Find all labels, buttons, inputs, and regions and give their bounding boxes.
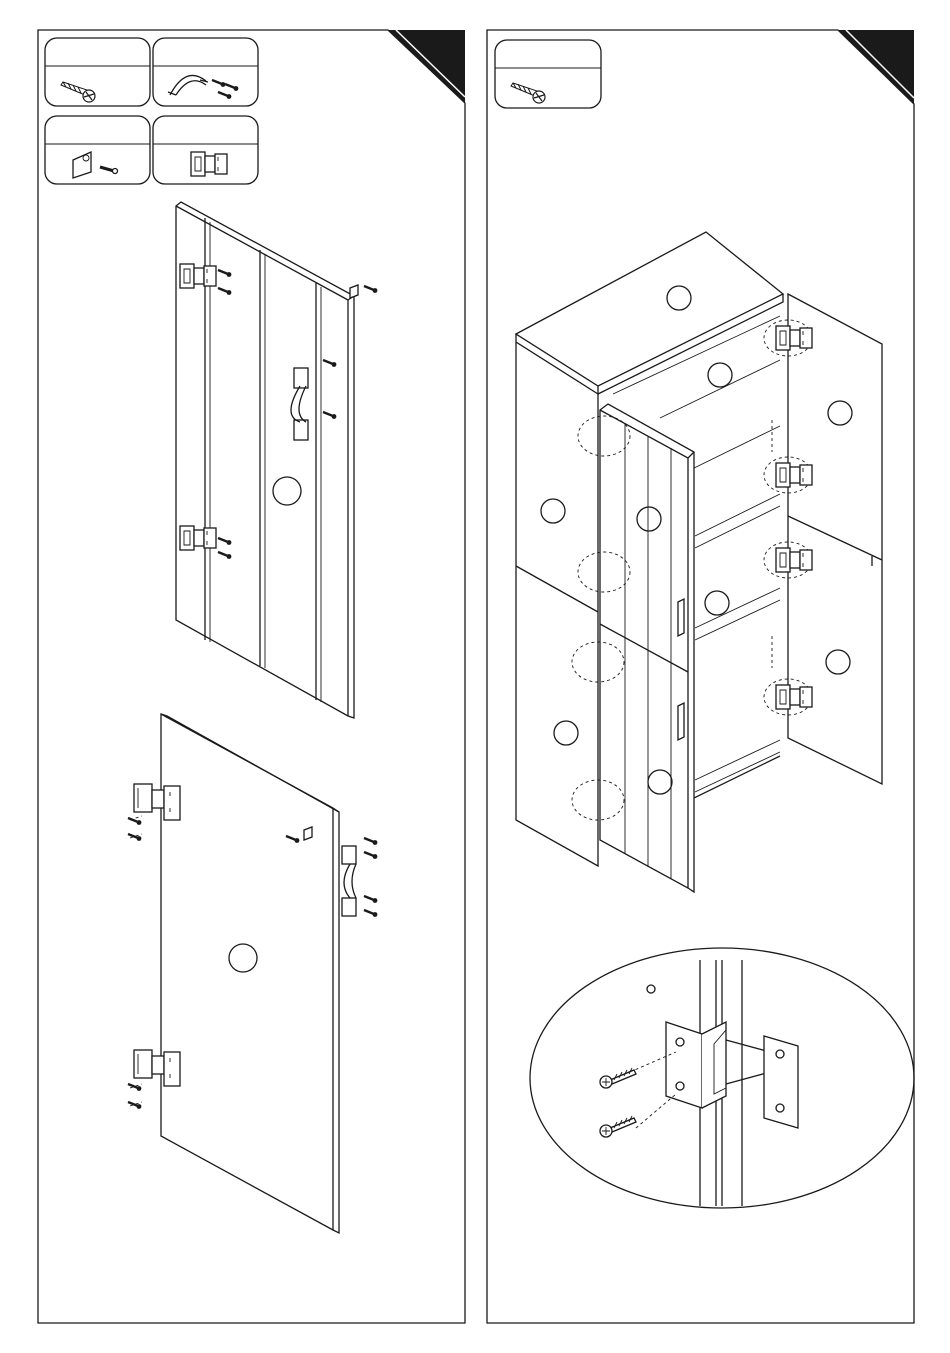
- hinge-icon: [180, 526, 216, 550]
- upper-door: [176, 202, 377, 718]
- handle-icon: [291, 368, 308, 440]
- hardware-box-handle: [153, 38, 258, 106]
- hardware-box-hinge: [153, 116, 258, 184]
- handle-icon: [342, 846, 356, 916]
- hinge-icon: [134, 1050, 180, 1086]
- screw-icon: [600, 1116, 636, 1137]
- lower-door: [128, 714, 377, 1233]
- screw-icon: [600, 1068, 636, 1088]
- bracket-icon: [73, 152, 91, 178]
- part-marker: [541, 499, 565, 523]
- hardware-box-screw: [45, 38, 150, 106]
- hinge-icon: [134, 784, 180, 820]
- screw-icon: [61, 82, 95, 102]
- part-marker: [554, 721, 578, 745]
- hinge-detail: [530, 948, 914, 1208]
- screw-icon: [511, 83, 545, 103]
- part-marker: [708, 363, 732, 387]
- right-panel: [487, 30, 914, 1323]
- part-marker: [705, 591, 729, 615]
- hinge-icon: [191, 152, 227, 176]
- cabinet: [516, 232, 882, 892]
- hardware-box-bracket: [45, 116, 150, 184]
- hardware-box-screw: [495, 40, 601, 108]
- handle-icon: [168, 75, 208, 95]
- part-marker: [229, 944, 257, 972]
- hinge-icon: [180, 264, 216, 288]
- left-panel: [38, 30, 465, 1323]
- part-marker: [273, 477, 301, 505]
